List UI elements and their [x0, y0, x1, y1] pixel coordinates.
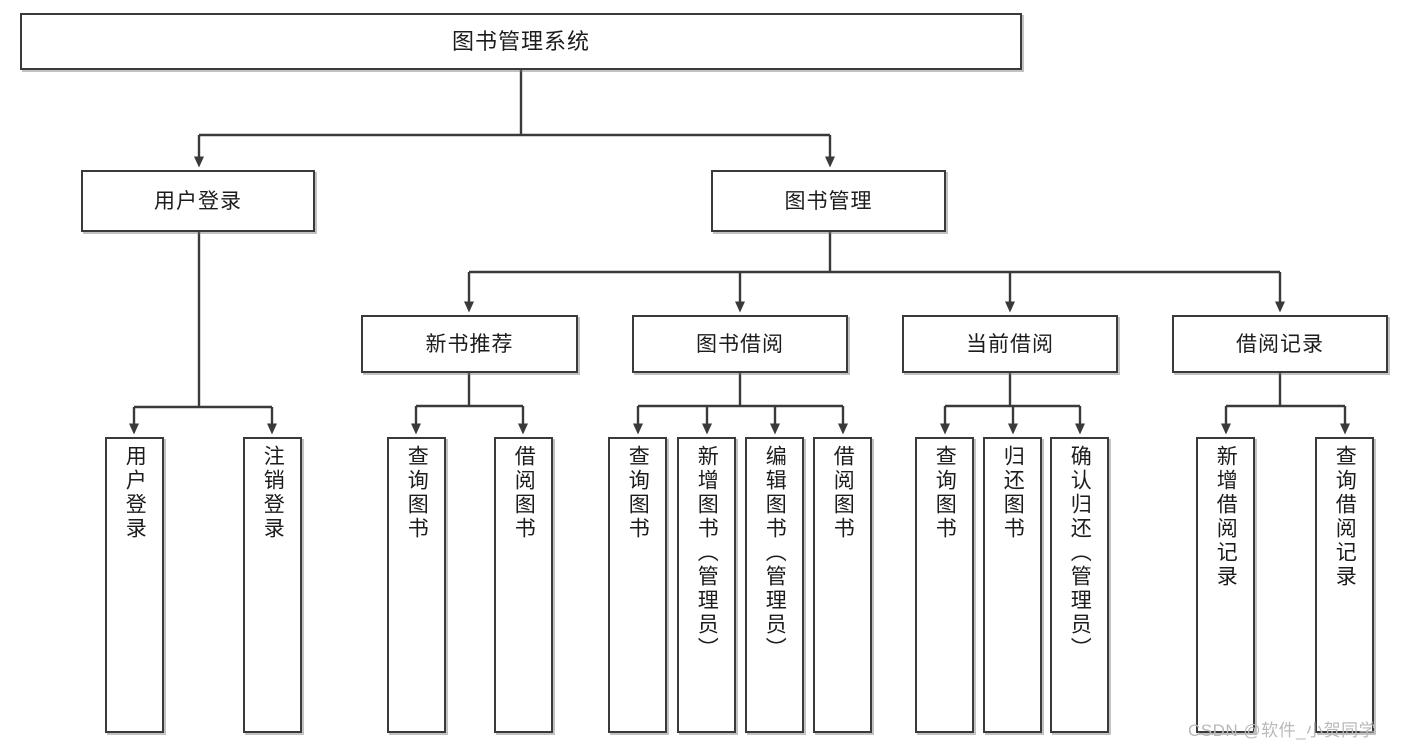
node-label: 用户登录 — [123, 445, 147, 541]
node-label: 查询图书 — [626, 445, 650, 541]
leaf-add-borrow-record[interactable]: 新增借阅记录 — [1196, 437, 1255, 733]
node-book-management[interactable]: 图书管理 — [711, 170, 946, 232]
leaf-query-book-current[interactable]: 查询图书 — [915, 437, 974, 733]
node-label: 查询图书 — [405, 445, 429, 541]
node-label: 用户登录 — [154, 189, 242, 213]
node-label: 新书推荐 — [425, 332, 514, 356]
node-label: 图书管理系统 — [451, 28, 590, 54]
node-borrow-record[interactable]: 借阅记录 — [1172, 315, 1388, 373]
leaf-user-login[interactable]: 用户登录 — [105, 437, 164, 733]
leaf-return-book[interactable]: 归还图书 — [983, 437, 1042, 733]
node-label: 新增图书（管理员） — [695, 445, 719, 661]
node-label: 借阅记录 — [1236, 332, 1324, 356]
node-label: 图书借阅 — [696, 332, 784, 356]
node-label: 确认归还（管理员） — [1068, 445, 1092, 661]
node-label: 编辑图书（管理员） — [763, 445, 787, 661]
leaf-query-book-borrow[interactable]: 查询图书 — [608, 437, 667, 733]
node-current-borrow[interactable]: 当前借阅 — [902, 315, 1118, 373]
node-root-system[interactable]: 图书管理系统 — [20, 13, 1022, 70]
node-label: 归还图书 — [1001, 445, 1025, 541]
node-label: 图书管理 — [784, 189, 873, 213]
leaf-add-book-admin[interactable]: 新增图书（管理员） — [677, 437, 736, 733]
node-label: 借阅图书 — [831, 445, 855, 541]
node-label: 查询借阅记录 — [1333, 445, 1357, 589]
node-label: 查询图书 — [933, 445, 957, 541]
leaf-borrow-book-new[interactable]: 借阅图书 — [494, 437, 553, 733]
leaf-query-book-new[interactable]: 查询图书 — [387, 437, 446, 733]
leaf-logout[interactable]: 注销登录 — [243, 437, 302, 733]
node-user-login[interactable]: 用户登录 — [81, 170, 315, 232]
node-label: 新增借阅记录 — [1214, 445, 1238, 589]
leaf-borrow-book[interactable]: 借阅图书 — [813, 437, 872, 733]
node-label: 注销登录 — [261, 445, 285, 541]
node-label: 当前借阅 — [966, 332, 1054, 356]
leaf-confirm-return-admin[interactable]: 确认归还（管理员） — [1050, 437, 1109, 733]
node-label: 借阅图书 — [512, 445, 536, 541]
node-new-book-recommend[interactable]: 新书推荐 — [361, 315, 578, 373]
node-book-borrow[interactable]: 图书借阅 — [632, 315, 848, 373]
leaf-edit-book-admin[interactable]: 编辑图书（管理员） — [745, 437, 804, 733]
leaf-query-borrow-record[interactable]: 查询借阅记录 — [1315, 437, 1374, 733]
